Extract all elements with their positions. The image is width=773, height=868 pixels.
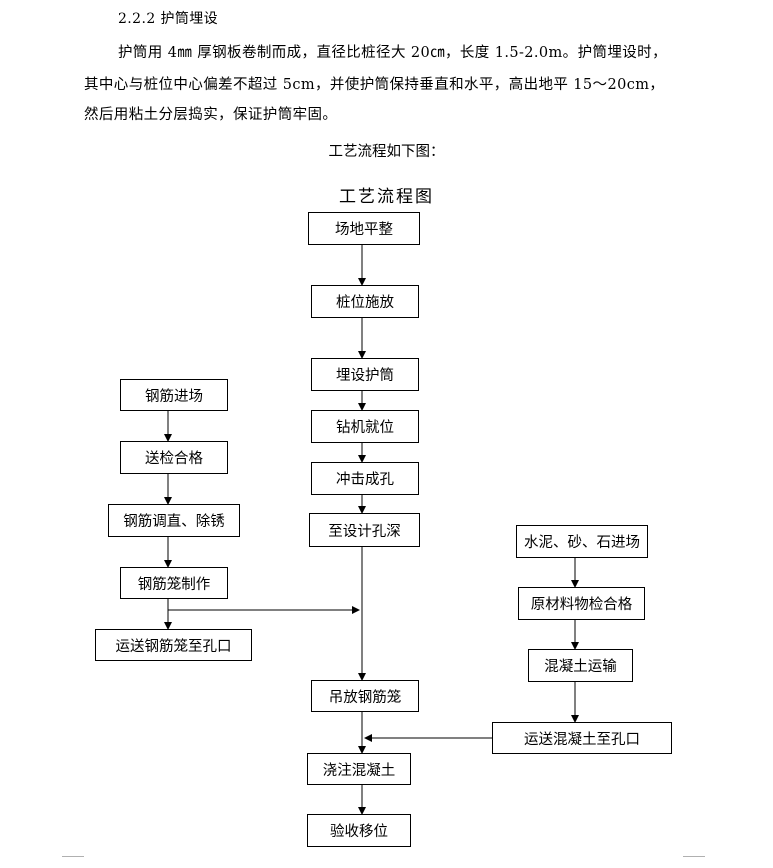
section-heading: 2.2.2 护筒埋设 bbox=[118, 11, 219, 27]
step-design-depth: 至设计孔深 bbox=[309, 513, 420, 547]
rebar-step-transport-cage: 运送钢筋笼至孔口 bbox=[95, 629, 252, 661]
rebar-step-arrival: 钢筋进场 bbox=[120, 379, 228, 411]
step-cage-lowering: 吊放钢筋笼 bbox=[311, 680, 419, 712]
page-edge-mark-right bbox=[683, 856, 705, 857]
rebar-step-inspection: 送检合格 bbox=[120, 441, 228, 474]
concrete-step-transport: 混凝土运输 bbox=[528, 649, 633, 682]
concrete-step-materials-arrival: 水泥、砂、石进场 bbox=[516, 525, 648, 558]
paragraph-line-1: 护筒用 4㎜ 厚钢板卷制而成，直径比桩径大 20㎝，长度 1.5-2.0m。护筒… bbox=[118, 45, 667, 61]
page-edge-mark-left bbox=[62, 856, 84, 857]
rebar-step-cage-fabrication: 钢筋笼制作 bbox=[120, 567, 228, 599]
step-rig-positioning: 钻机就位 bbox=[311, 410, 419, 443]
step-acceptance-moving: 验收移位 bbox=[307, 814, 411, 847]
paragraph-line-2: 其中心与桩位中心偏差不超过 5cm，并使护筒保持垂直和水平，高出地平 15～20… bbox=[84, 77, 665, 93]
step-casing-burying: 埋设护筒 bbox=[311, 358, 419, 391]
flowchart-caption: 工艺流程如下图： bbox=[328, 144, 445, 160]
step-pile-setout: 桩位施放 bbox=[311, 285, 419, 318]
paragraph-line-3: 然后用粘土分层捣实，保证护筒牢固。 bbox=[84, 107, 338, 123]
step-site-leveling: 场地平整 bbox=[308, 212, 420, 245]
concrete-step-material-inspection: 原材料物检合格 bbox=[518, 587, 645, 620]
flowchart-title: 工艺流程图 bbox=[339, 187, 434, 207]
step-concrete-pouring: 浇注混凝土 bbox=[307, 753, 411, 785]
step-percussion-drilling: 冲击成孔 bbox=[311, 462, 419, 495]
concrete-step-to-hole: 运送混凝土至孔口 bbox=[492, 722, 672, 754]
rebar-step-straighten-derust: 钢筋调直、除锈 bbox=[108, 504, 240, 537]
